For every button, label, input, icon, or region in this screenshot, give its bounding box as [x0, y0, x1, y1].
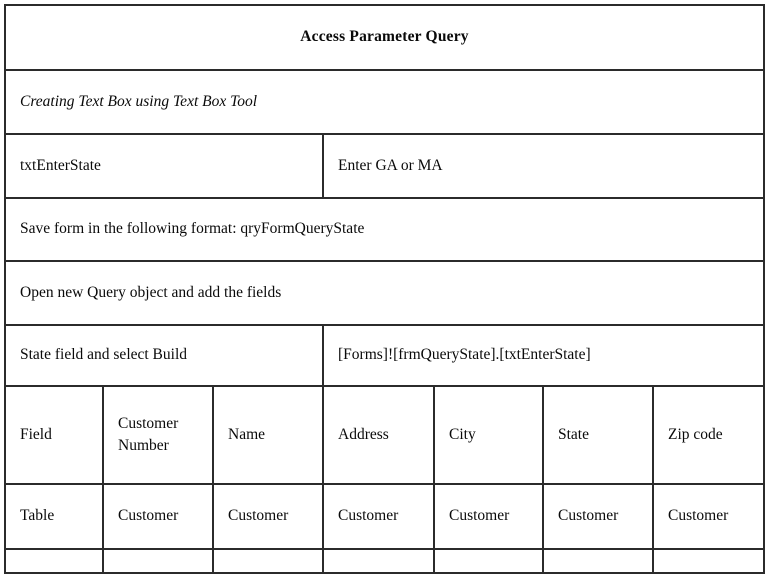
open-query-row: Open new Query object and add the fields: [4, 260, 765, 326]
table-cell-5: Customer: [542, 483, 654, 550]
table-row: Table Customer Customer Customer Custome…: [4, 483, 765, 550]
partial-row: [4, 548, 765, 574]
partial-cell-6: [652, 548, 765, 574]
field-cell-city: City: [433, 385, 544, 485]
build-expression-cell: [Forms]![frmQueryState].[txtEnterState]: [322, 324, 765, 387]
subtitle-row: Creating Text Box using Text Box Tool: [4, 69, 765, 135]
partial-row-header: [4, 548, 104, 574]
partial-cell-4: [433, 548, 544, 574]
field-cell-address: Address: [322, 385, 435, 485]
subtitle-text: Creating Text Box using Text Box Tool: [4, 69, 765, 135]
field-cell-zip-code: Zip code: [652, 385, 765, 485]
save-instruction-row: Save form in the following format: qryFo…: [4, 197, 765, 262]
field-cell-state: State: [542, 385, 654, 485]
field-row: Field Customer Number Name Address City …: [4, 385, 765, 485]
table-row-header: Table: [4, 483, 104, 550]
textbox-prompt-cell: Enter GA or MA: [322, 133, 765, 199]
partial-cell-3: [322, 548, 435, 574]
build-label-cell: State field and select Build: [4, 324, 324, 387]
table-cell-4: Customer: [433, 483, 544, 550]
textbox-row: txtEnterState Enter GA or MA: [4, 133, 765, 199]
title-row: Access Parameter Query: [4, 4, 765, 71]
table-cell-6: Customer: [652, 483, 765, 550]
build-row: State field and select Build [Forms]![fr…: [4, 324, 765, 387]
partial-cell-1: [102, 548, 214, 574]
save-instruction-text: Save form in the following format: qryFo…: [4, 197, 765, 262]
table-cell-3: Customer: [322, 483, 435, 550]
partial-cell-2: [212, 548, 324, 574]
table-cell-2: Customer: [212, 483, 324, 550]
access-parameter-query-table: Access Parameter Query Creating Text Box…: [4, 4, 765, 574]
table-cell-1: Customer: [102, 483, 214, 550]
page-title: Access Parameter Query: [4, 4, 765, 71]
field-row-header: Field: [4, 385, 104, 485]
field-cell-customer-number: Customer Number: [102, 385, 214, 485]
field-cell-name: Name: [212, 385, 324, 485]
partial-cell-5: [542, 548, 654, 574]
open-query-text: Open new Query object and add the fields: [4, 260, 765, 326]
textbox-name-cell: txtEnterState: [4, 133, 324, 199]
